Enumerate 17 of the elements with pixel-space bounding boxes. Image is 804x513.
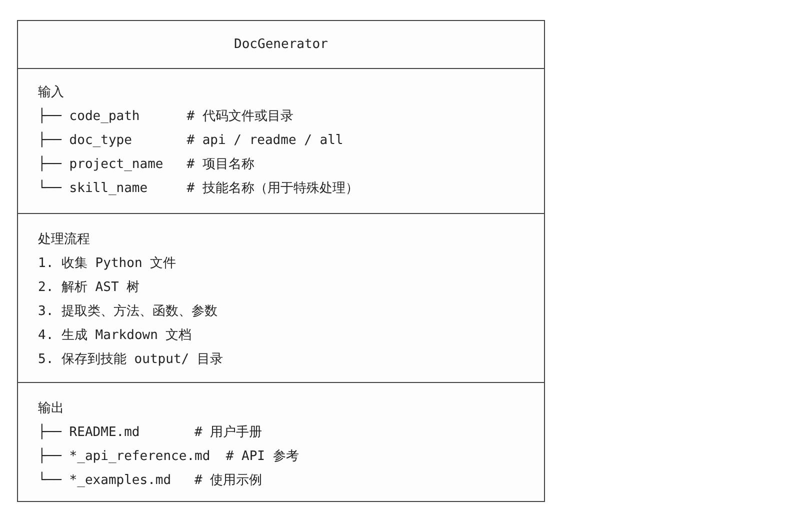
section-heading: 输入 — [38, 85, 64, 101]
section-line: 1. 收集 Python 文件 — [38, 256, 176, 272]
section-line: ├── code_path # 代码文件或目录 — [38, 109, 294, 125]
section-line: ├── *_api_reference.md # API 参考 — [38, 449, 299, 465]
section-line: 5. 保存到技能 output/ 目录 — [38, 352, 223, 368]
section-line: ├── doc_type # api / readme / all — [38, 133, 344, 149]
frame-heading: DocGenerator — [233, 37, 329, 53]
diagram-frame — [17, 20, 545, 502]
section-line: 3. 提取类、方法、函数、参数 — [38, 304, 218, 320]
section-line: └── *_examples.md # 使用示例 — [38, 473, 262, 489]
section-line: 2. 解析 AST 树 — [38, 280, 140, 296]
section-line: ├── project_name # 项目名称 — [38, 157, 254, 173]
section-heading: 输出 — [38, 401, 64, 417]
section-line: └── skill_name # 技能名称（用于特殊处理） — [38, 181, 358, 197]
section-line: ├── README.md # 用户手册 — [38, 425, 262, 441]
section-line: 4. 生成 Markdown 文档 — [38, 328, 192, 344]
section-heading: 处理流程 — [38, 232, 90, 248]
